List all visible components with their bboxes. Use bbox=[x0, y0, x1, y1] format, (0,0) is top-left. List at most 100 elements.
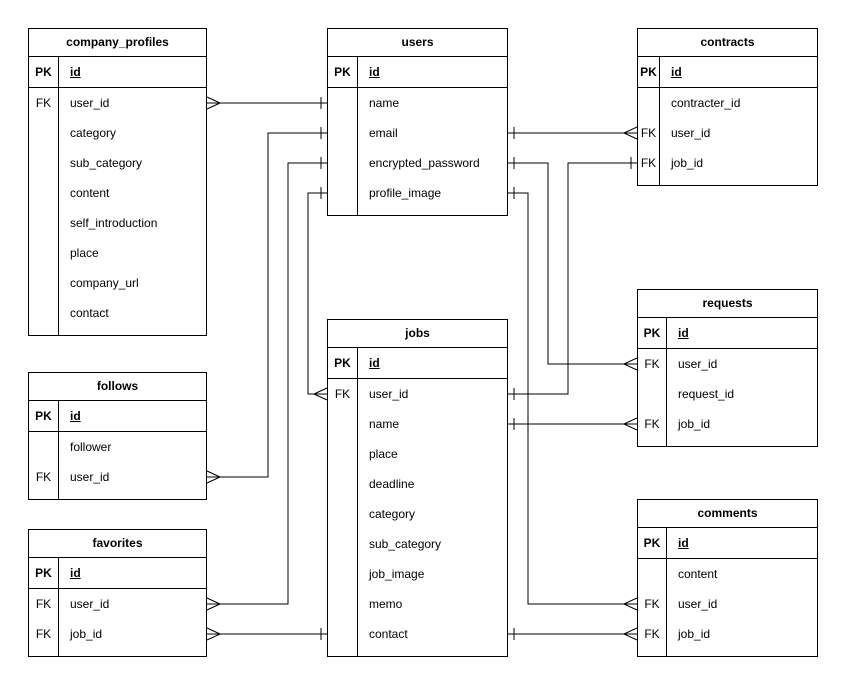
field-name: category bbox=[369, 507, 416, 521]
key-label: PK bbox=[643, 536, 661, 550]
entity-title-users: users bbox=[328, 29, 507, 57]
field-row-users-encrypted_password[interactable]: encrypted_password bbox=[328, 148, 507, 178]
key-label bbox=[29, 118, 58, 148]
key-column-divider bbox=[58, 558, 59, 656]
field-row-users-id[interactable]: PK id bbox=[328, 57, 507, 88]
field-row-company_profiles-company_url[interactable]: company_url bbox=[29, 268, 206, 298]
entity-title-company_profiles: company_profiles bbox=[29, 29, 206, 57]
field-row-jobs-memo[interactable]: memo bbox=[328, 589, 507, 619]
field-row-jobs-name[interactable]: name bbox=[328, 409, 507, 439]
edge-jobs-contracts[interactable] bbox=[508, 157, 637, 400]
edge-users-requests[interactable] bbox=[508, 157, 638, 371]
key-label: FK bbox=[644, 597, 660, 611]
field-row-users-profile_image[interactable]: profile_image bbox=[328, 178, 507, 208]
key-label bbox=[328, 178, 357, 208]
field-row-jobs-sub_category[interactable]: sub_category bbox=[328, 529, 507, 559]
field-row-jobs-job_image[interactable]: job_image bbox=[328, 559, 507, 589]
field-row-jobs-deadline[interactable]: deadline bbox=[328, 469, 507, 499]
key-label bbox=[328, 589, 357, 619]
field-row-comments-content[interactable]: content bbox=[638, 559, 817, 589]
field-row-company_profiles-self_introduction[interactable]: self_introduction bbox=[29, 208, 206, 238]
field-name: category bbox=[70, 126, 117, 140]
field-row-users-name[interactable]: name bbox=[328, 88, 507, 118]
field-name: self_introduction bbox=[70, 216, 158, 230]
field-row-company_profiles-category[interactable]: category bbox=[29, 118, 206, 148]
key-label: FK bbox=[35, 470, 52, 484]
field-name: id bbox=[671, 65, 682, 79]
edge-favorites-jobs[interactable] bbox=[206, 627, 327, 641]
key-label: PK bbox=[334, 65, 351, 79]
key-label bbox=[29, 298, 58, 328]
field-row-jobs-contact[interactable]: contact bbox=[328, 619, 507, 649]
field-name: encrypted_password bbox=[369, 156, 480, 170]
key-label: PK bbox=[643, 326, 661, 340]
edge-users-comments[interactable] bbox=[508, 187, 638, 611]
field-row-contracts-contracter_id[interactable]: contracter_id bbox=[638, 88, 817, 118]
field-name: profile_image bbox=[369, 186, 442, 200]
entity-title-favorites: favorites bbox=[29, 530, 206, 558]
field-row-company_profiles-sub_category[interactable]: sub_category bbox=[29, 148, 206, 178]
key-label bbox=[328, 439, 357, 469]
field-name: id bbox=[70, 65, 81, 79]
field-row-company_profiles-place[interactable]: place bbox=[29, 238, 206, 268]
key-label bbox=[638, 379, 666, 409]
field-name: contact bbox=[70, 306, 109, 320]
edge-jobs-requests[interactable] bbox=[508, 417, 638, 431]
key-label bbox=[328, 148, 357, 178]
edge-follows-users[interactable] bbox=[206, 127, 327, 484]
field-row-contracts-id[interactable]: PK id bbox=[638, 57, 817, 88]
field-row-company_profiles-content[interactable]: content bbox=[29, 178, 206, 208]
key-column-divider bbox=[666, 528, 667, 656]
field-row-company_profiles-contact[interactable]: contact bbox=[29, 298, 206, 328]
edge-jobs-users[interactable] bbox=[307, 187, 328, 401]
edge-users-contracts[interactable] bbox=[508, 126, 638, 140]
field-row-users-email[interactable]: email bbox=[328, 118, 507, 148]
edge-company_profiles-users[interactable] bbox=[206, 96, 327, 110]
key-label: PK bbox=[640, 65, 657, 79]
edge-jobs-comments[interactable] bbox=[508, 627, 638, 641]
entity-title-follows: follows bbox=[29, 373, 206, 401]
key-column-divider bbox=[58, 401, 59, 499]
key-column-divider bbox=[357, 57, 358, 215]
key-label: PK bbox=[35, 566, 52, 580]
field-row-jobs-category[interactable]: category bbox=[328, 499, 507, 529]
field-row-follows-follower[interactable]: follower bbox=[29, 432, 206, 462]
field-row-jobs-place[interactable]: place bbox=[328, 439, 507, 469]
key-label bbox=[29, 148, 58, 178]
edge-favorites-users[interactable] bbox=[206, 157, 327, 611]
field-row-requests-request_id[interactable]: request_id bbox=[638, 379, 817, 409]
field-name: company_url bbox=[70, 276, 139, 290]
field-name: id bbox=[369, 65, 380, 79]
